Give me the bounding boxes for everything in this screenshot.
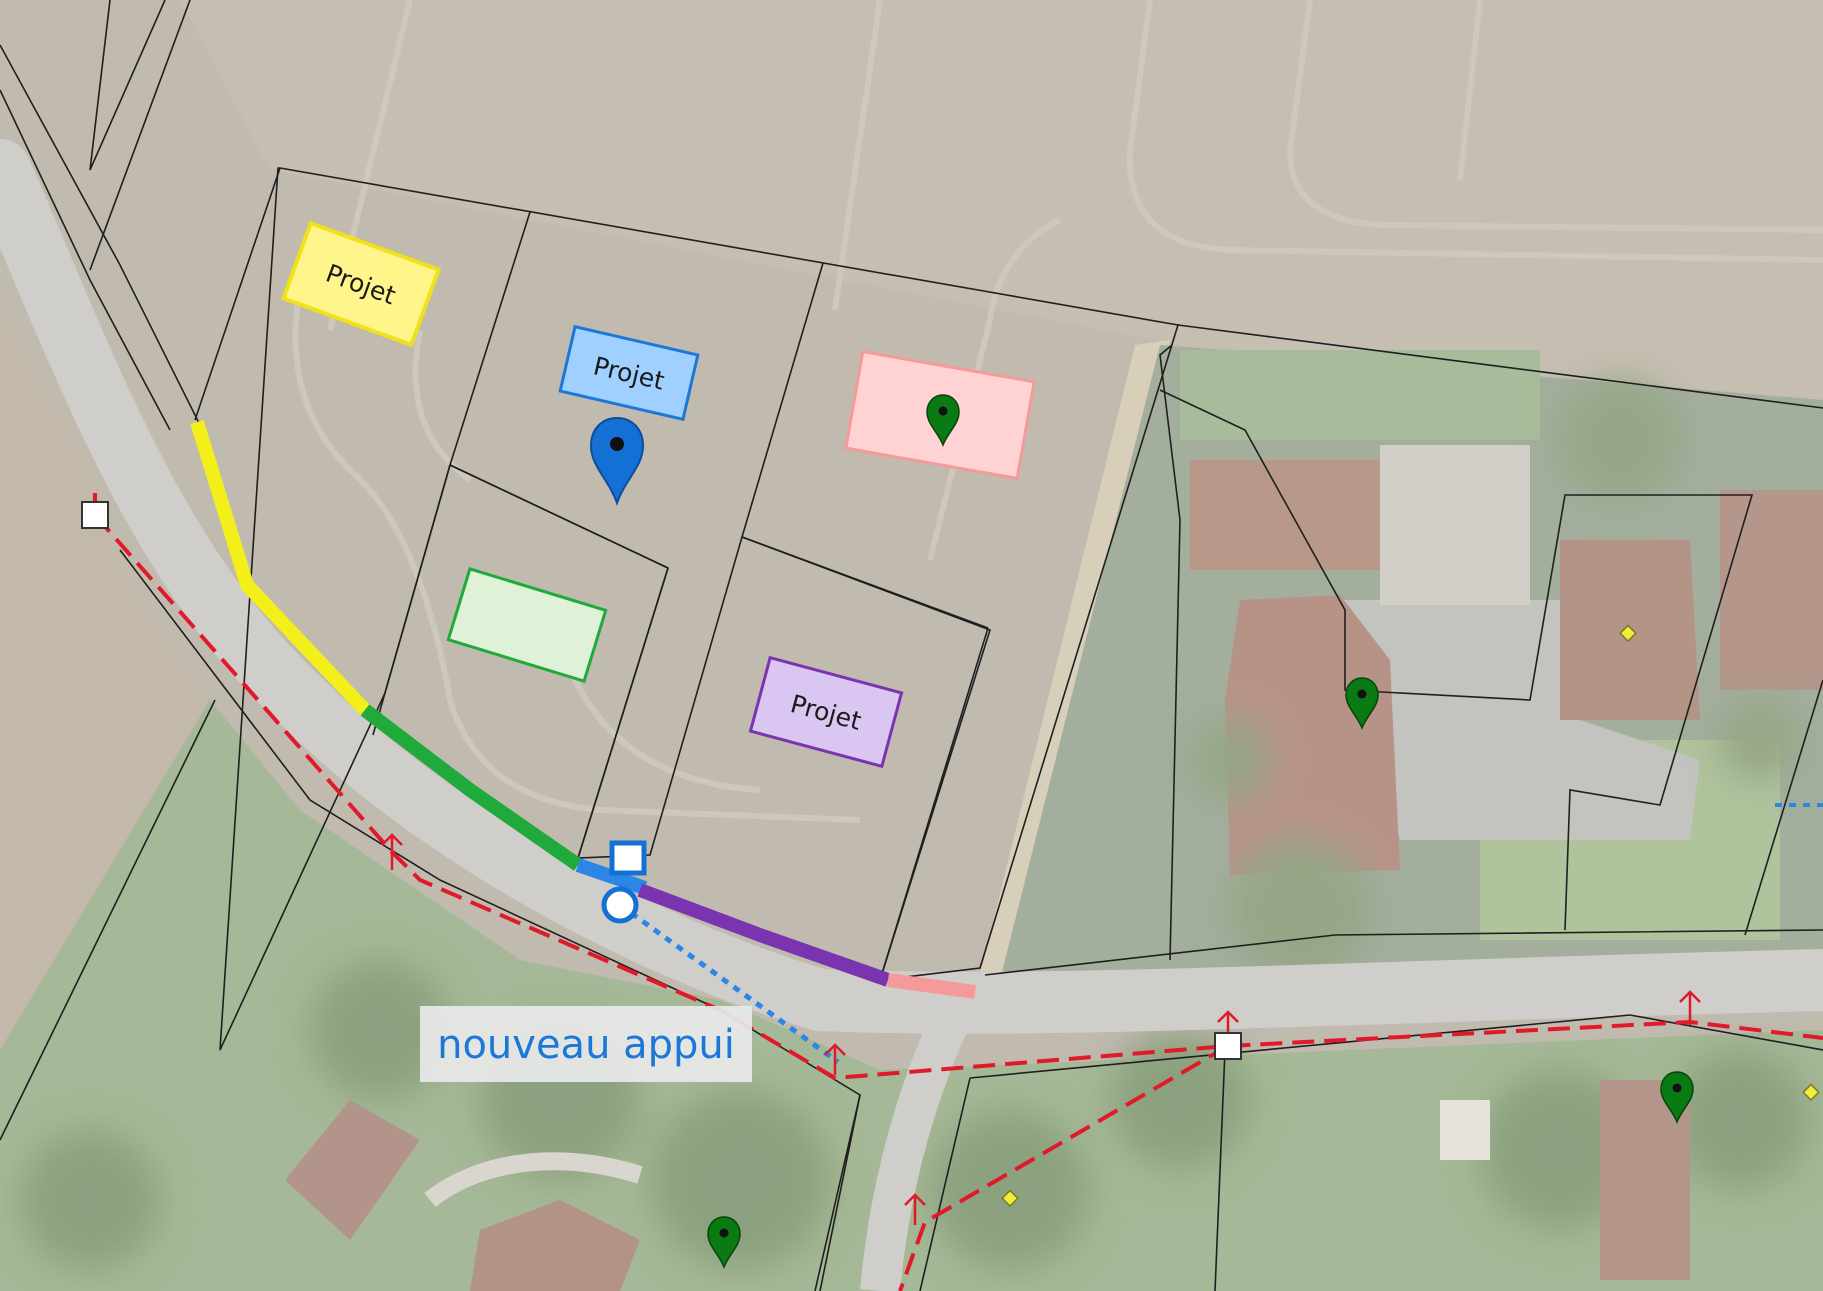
green-location-pin-icon[interactable] <box>1345 677 1379 731</box>
new-support-marker[interactable] <box>601 840 647 924</box>
green-location-pin-icon[interactable] <box>926 394 960 448</box>
pink-frontage-segment <box>887 973 976 999</box>
green-location-pin-icon[interactable] <box>707 1216 741 1270</box>
yellow-diamond-markers <box>1001 624 1820 1208</box>
new-support-callout: nouveau appui <box>420 1006 752 1082</box>
existing-support-markers <box>81 501 1242 1060</box>
purple-frontage-segment <box>637 883 891 987</box>
new-support-callout-text: nouveau appui <box>437 1022 735 1068</box>
road-frontage-segments <box>190 419 976 999</box>
green-frontage-segment <box>360 704 582 871</box>
yellow-frontage-segment <box>190 419 371 715</box>
pole-arrow-markers <box>381 833 1701 1225</box>
blue-frontage-segment <box>575 858 648 895</box>
lot-purple[interactable]: Projet <box>748 655 904 769</box>
lot-yellow[interactable]: Projet <box>280 220 442 348</box>
green-location-pin-icon[interactable] <box>1660 1071 1694 1125</box>
blue-location-pin-icon[interactable] <box>589 416 645 507</box>
new-connection-line <box>618 902 840 1065</box>
lot-green[interactable] <box>446 566 608 684</box>
lot-blue[interactable]: Projet <box>558 324 700 422</box>
